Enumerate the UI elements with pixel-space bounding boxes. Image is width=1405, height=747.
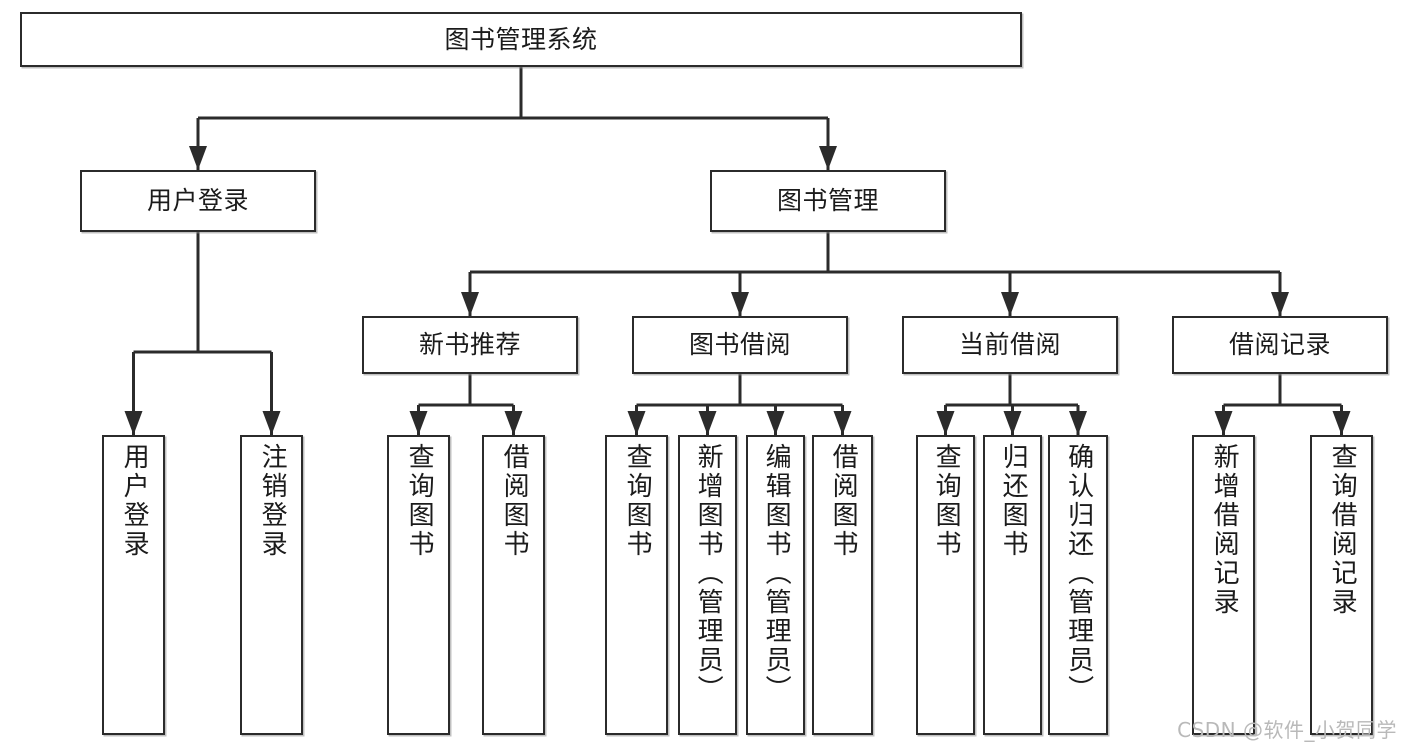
node-label: 编辑图书（管理员） <box>761 443 792 704</box>
edge-arrowhead <box>189 146 207 170</box>
node-label: 用户登录 <box>146 186 249 216</box>
node-label: 当前借阅 <box>958 330 1061 360</box>
node-leaf-add-record[interactable]: 新增借阅记录 <box>1192 435 1255 735</box>
edge-arrowhead <box>766 411 785 435</box>
node-leaf-borrow-book-2[interactable]: 借阅图书 <box>812 435 873 735</box>
node-label: 查询图书 <box>931 443 962 559</box>
node-leaf-add-book[interactable]: 新增图书（管理员） <box>678 435 737 735</box>
edge-arrowhead <box>819 146 837 170</box>
node-current-borrow[interactable]: 当前借阅 <box>902 316 1118 374</box>
node-label: 图书借阅 <box>688 330 791 360</box>
edge-arrowhead <box>1214 411 1233 435</box>
edge-arrowhead <box>1001 292 1019 316</box>
edge-arrowhead <box>409 411 428 435</box>
edge-arrowhead <box>627 411 646 435</box>
watermark: CSDN @软件_小贺同学 <box>1177 718 1397 742</box>
node-label: 借阅图书 <box>499 443 530 559</box>
edge-arrowhead <box>833 411 852 435</box>
node-label: 借阅图书 <box>828 443 859 559</box>
node-leaf-query-book-3[interactable]: 查询图书 <box>916 435 975 735</box>
edge-arrowhead <box>461 292 479 316</box>
node-leaf-user-login[interactable]: 用户登录 <box>102 435 165 735</box>
node-leaf-edit-book[interactable]: 编辑图书（管理员） <box>746 435 805 735</box>
node-label: 查询借阅记录 <box>1327 443 1358 617</box>
node-book-borrow[interactable]: 图书借阅 <box>632 316 848 374</box>
node-borrow-record[interactable]: 借阅记录 <box>1172 316 1388 374</box>
node-label: 新书推荐 <box>418 330 521 360</box>
node-label: 新增借阅记录 <box>1209 443 1240 617</box>
edge-arrowhead <box>124 411 143 435</box>
edge-arrowhead <box>936 411 955 435</box>
node-leaf-query-book-2[interactable]: 查询图书 <box>605 435 668 735</box>
node-leaf-confirm-return[interactable]: 确认归还（管理员） <box>1048 435 1108 735</box>
node-leaf-borrow-book-1[interactable]: 借阅图书 <box>482 435 545 735</box>
edge-arrowhead <box>262 411 281 435</box>
edge-arrowhead <box>504 411 523 435</box>
node-leaf-return-book[interactable]: 归还图书 <box>983 435 1042 735</box>
node-leaf-query-book-1[interactable]: 查询图书 <box>387 435 450 735</box>
node-label: 借阅记录 <box>1228 330 1331 360</box>
edge-arrowhead <box>1003 411 1022 435</box>
edge-arrowhead <box>731 292 749 316</box>
node-user-login[interactable]: 用户登录 <box>80 170 316 232</box>
edge-arrowhead <box>1332 411 1351 435</box>
node-leaf-user-logout[interactable]: 注销登录 <box>240 435 303 735</box>
edge-arrowhead <box>698 411 717 435</box>
node-new-book-rec[interactable]: 新书推荐 <box>362 316 578 374</box>
node-label: 确认归还（管理员） <box>1063 443 1094 704</box>
node-root[interactable]: 图书管理系统 <box>20 12 1022 67</box>
node-label: 注销登录 <box>257 443 288 559</box>
node-label: 图书管理 <box>776 186 879 216</box>
edge-arrowhead <box>1271 292 1289 316</box>
node-book-manage[interactable]: 图书管理 <box>710 170 946 232</box>
node-label: 查询图书 <box>404 443 435 559</box>
node-label: 归还图书 <box>998 443 1029 559</box>
node-label: 图书管理系统 <box>444 24 598 54</box>
node-label: 新增图书（管理员） <box>693 443 724 704</box>
node-label: 查询图书 <box>622 443 653 559</box>
node-leaf-query-record[interactable]: 查询借阅记录 <box>1310 435 1373 735</box>
node-label: 用户登录 <box>119 443 150 559</box>
edge-arrowhead <box>1069 411 1087 435</box>
